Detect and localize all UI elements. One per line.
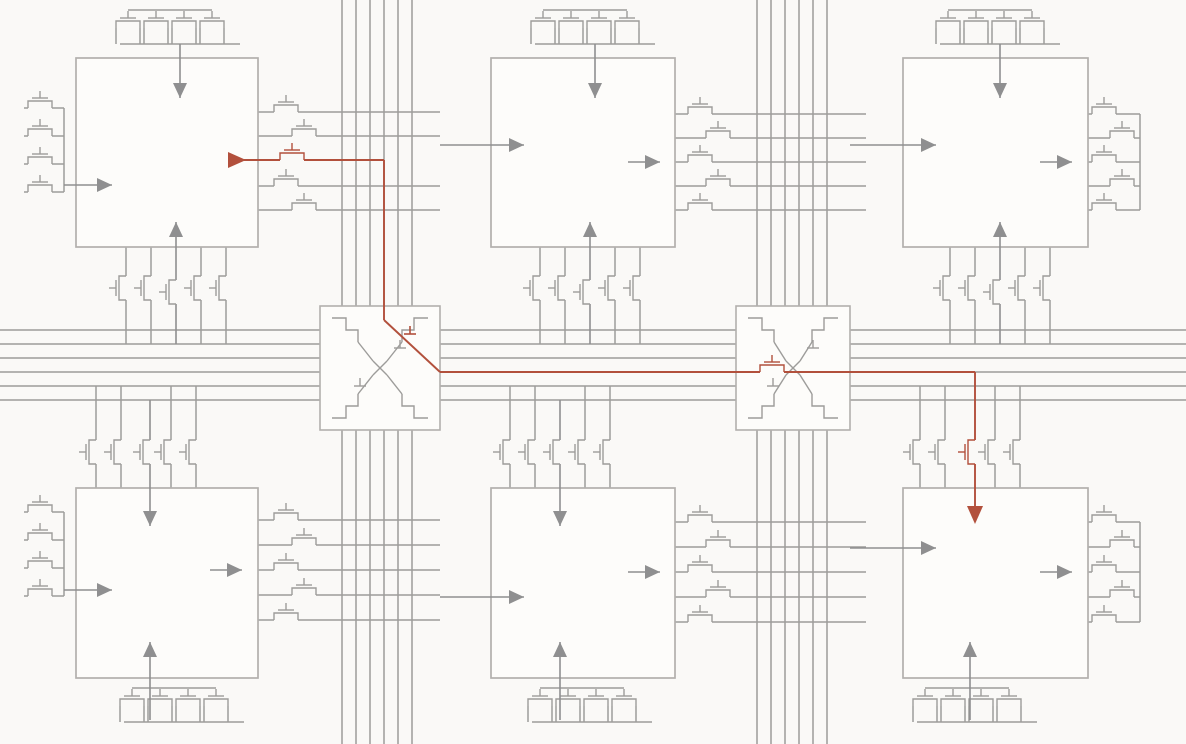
cbox-east-bottom-middle xyxy=(675,505,866,623)
pin-arrow-bl-left-in xyxy=(64,583,112,597)
logic-block-bottom-right xyxy=(902,487,1089,679)
horizontal-routing-channel xyxy=(0,329,1186,401)
pin-arrow-bl-top-in xyxy=(133,400,157,526)
pin-arrow-tm-top-in xyxy=(588,44,602,98)
cbox-west-top-left xyxy=(24,91,65,193)
pin-arrow-tr-left-in xyxy=(850,138,936,152)
cbox-north-bottom-middle xyxy=(493,386,611,488)
pin-arrow-tl-bottom-in xyxy=(159,222,183,344)
logic-block-top-right xyxy=(902,57,1089,248)
cbox-north-bottom-right xyxy=(903,386,1021,488)
cbox-west-bottom-left xyxy=(24,495,65,597)
pin-arrow-tm-left-in xyxy=(440,138,524,152)
highlighted-route xyxy=(228,143,983,524)
pin-arrow-bl-bottom-in xyxy=(143,642,157,720)
pin-arrow-bm-top-in xyxy=(543,400,567,526)
pin-arrow-tr-bottom-in xyxy=(983,222,1007,344)
switch-box-left xyxy=(319,305,441,431)
cbox-north-bottom-left xyxy=(79,386,197,488)
pin-arrow-tm-right-out xyxy=(628,155,660,169)
cbox-south-bottom-left xyxy=(119,687,244,723)
pin-arrow-bm-right-out xyxy=(628,565,660,579)
cbox-north-top-middle xyxy=(530,9,655,45)
pin-arrow-bm-bottom-in xyxy=(553,642,567,720)
cbox-east-top-middle xyxy=(675,97,866,211)
pin-arrow-bl-right-out xyxy=(210,563,242,577)
pin-arrow-layer xyxy=(64,44,1072,720)
pin-arrow-tl-left-in xyxy=(64,178,112,192)
logic-block-bottom-middle xyxy=(490,487,676,679)
cbox-east-top-right xyxy=(1088,97,1140,211)
cbox-north-top-right xyxy=(935,9,1060,45)
cbox-east-bottom-right xyxy=(1088,505,1140,623)
switch-box-layer xyxy=(319,305,851,431)
logic-block-top-left xyxy=(75,57,259,248)
logic-block-bottom-left xyxy=(75,487,259,679)
pin-arrow-tm-bottom-in xyxy=(573,222,597,344)
pin-arrow-tr-right-out xyxy=(1040,155,1072,169)
cbox-south-top-right xyxy=(933,247,1051,344)
pin-arrow-tr-top-in xyxy=(993,44,1007,98)
pin-arrow-br-bottom-in xyxy=(963,642,977,720)
logic-block-top-middle xyxy=(490,57,676,248)
cbox-north-top-left xyxy=(115,9,240,45)
cbox-south-top-left xyxy=(109,247,227,344)
cbox-south-bottom-right xyxy=(912,687,1037,723)
cbox-east-bottom-left xyxy=(258,503,440,621)
pin-arrow-bm-left-in xyxy=(440,590,524,604)
cbox-south-top-middle xyxy=(523,247,641,344)
pin-arrow-tl-top-in xyxy=(173,44,187,98)
connection-box-layer xyxy=(24,9,1141,723)
cbox-south-bottom-middle xyxy=(527,687,652,723)
logic-block-layer xyxy=(75,57,1089,679)
pin-arrow-br-right-out xyxy=(1040,565,1072,579)
switch-box-right xyxy=(735,305,851,431)
cbox-east-top-left xyxy=(258,95,440,211)
pin-arrow-br-left-in xyxy=(850,541,936,555)
